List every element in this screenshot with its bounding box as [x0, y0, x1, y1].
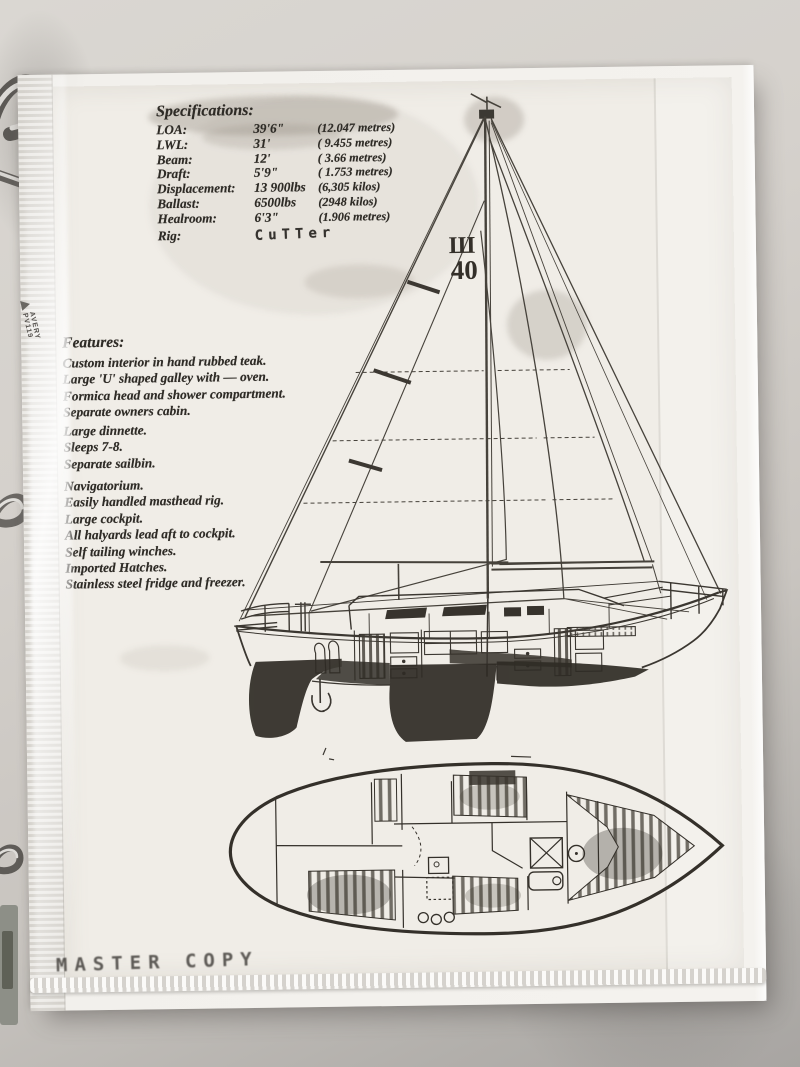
sail-plan — [238, 93, 722, 622]
sheet-protector: Specifications: LOA: 39'6" (12.047 metre… — [17, 64, 767, 1012]
sail-insignia-number: 40 — [451, 255, 478, 285]
sailboat-drawing: Ш 40 — [228, 93, 729, 936]
binder-ring-middle — [0, 493, 31, 528]
hull-profile — [234, 580, 729, 761]
sail-insignia: Ш 40 — [449, 233, 478, 285]
sail-insignia-mark: Ш — [449, 233, 476, 259]
avery-triangle-logo — [20, 298, 32, 311]
document-page: Specifications: LOA: 39'6" (12.047 metre… — [51, 77, 745, 980]
sleeve-right-edge — [741, 64, 767, 1001]
binder-cover-label — [2, 931, 13, 989]
binder-ring-bottom — [0, 844, 24, 875]
deck-plan — [228, 762, 725, 936]
binder-cover-edge — [0, 905, 18, 1025]
